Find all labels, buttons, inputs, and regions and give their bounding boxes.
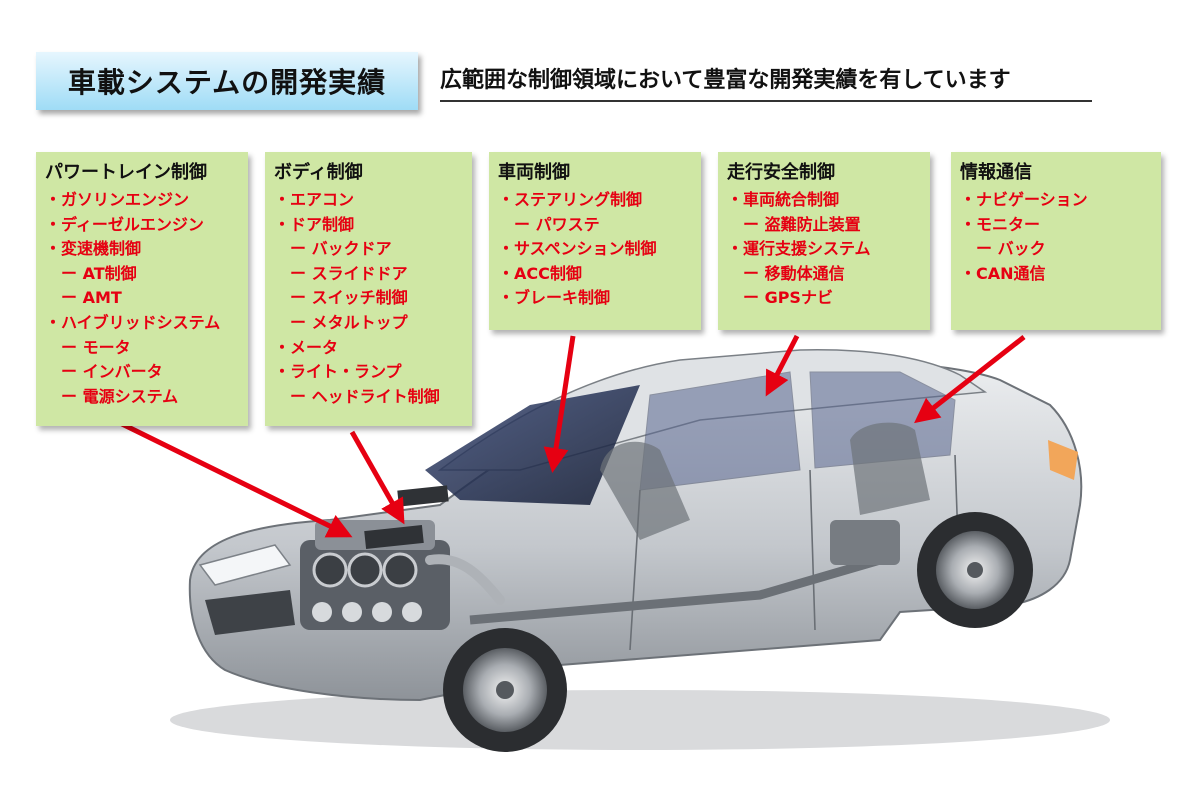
category-title: 車両制御 xyxy=(498,162,570,183)
category-subitem: ー AT制御 xyxy=(61,263,137,283)
category-subitem: ー インバータ xyxy=(61,362,163,382)
side-window-rear xyxy=(809,371,956,469)
arrow-safety xyxy=(765,334,800,397)
category-item: ・ステアリング制御 xyxy=(498,190,643,209)
category-item: ・モニター xyxy=(960,214,1041,234)
category-title: 走行安全制御 xyxy=(727,162,835,183)
category-subitem: ー AMT xyxy=(61,288,122,308)
category-box-infotainment: 情報通信 ・ナビゲーション・モニターー バック・CAN通信 xyxy=(951,152,1161,330)
arrow-vehicle xyxy=(543,335,576,473)
arrow-infotainment xyxy=(914,335,1026,424)
arrow-powertrain xyxy=(118,420,353,538)
category-item: ・ドア制御 xyxy=(274,214,355,234)
drivetrain xyxy=(469,555,882,625)
category-item-list: ・ナビゲーション・モニターー バック・CAN通信 xyxy=(960,188,1153,286)
category-item-list: ・ステアリング制御ー パワステ・サスペンション制御・ACC制御・ブレーキ制御 xyxy=(498,188,693,311)
ecu-module-hood xyxy=(364,525,424,549)
category-title: 情報通信 xyxy=(960,162,1032,183)
page-subtitle: 広範囲な制御領域において豊富な開発実績を有しています xyxy=(440,62,1092,102)
rear-wheel xyxy=(917,512,1033,628)
category-item: ・ディーゼルエンジン xyxy=(45,214,204,234)
category-subitem: ー バックドア xyxy=(290,239,392,259)
category-box-vehicle: 車両制御 ・ステアリング制御ー パワステ・サスペンション制御・ACC制御・ブレー… xyxy=(489,152,701,330)
category-item-list: ・車両統合制御ー 盗難防止装置・運行支援システムー 移動体通信ー GPSナビ xyxy=(727,188,922,311)
front-wheel xyxy=(443,628,567,752)
category-item: ・運行支援システム xyxy=(727,239,871,259)
category-item-list: ・ガソリンエンジン・ディーゼルエンジン・変速機制御ー AT制御ー AMT ・ハイブ… xyxy=(45,188,240,409)
category-box-powertrain: パワートレイン制御 ・ガソリンエンジン・ディーゼルエンジン・変速機制御ー AT制… xyxy=(36,152,248,426)
category-subitem: ー バック xyxy=(976,239,1046,259)
category-subitem: ー GPSナビ xyxy=(743,288,833,308)
category-item: ・ガソリンエンジン xyxy=(45,190,190,209)
category-subitem: ー ヘッドライト制御 xyxy=(290,386,440,406)
headlight xyxy=(198,544,292,586)
tail-light xyxy=(1048,440,1078,480)
category-item: ・メータ xyxy=(274,337,339,357)
arrow-body xyxy=(349,430,405,525)
category-box-body: ボディ制御 ・エアコン・ドア制御ー バックドアー スライドドアー スイッチ制御ー… xyxy=(265,152,472,426)
category-subitem: ー メタルトップ xyxy=(290,312,408,332)
category-subitem: ー 電源システム xyxy=(61,386,179,406)
category-subitem: ー 盗難防止装置 xyxy=(743,214,861,234)
category-subitem: ー スイッチ制御 xyxy=(290,288,408,308)
windshield xyxy=(425,385,640,505)
category-item: ・CAN通信 xyxy=(960,263,1046,283)
transfer-case xyxy=(830,520,900,565)
grille xyxy=(205,590,295,635)
category-item: ・ブレーキ制御 xyxy=(498,288,611,308)
category-subitem: ー パワステ xyxy=(514,214,600,234)
category-subitem: ー 移動体通信 xyxy=(743,263,845,283)
category-subitem: ー モータ xyxy=(61,337,131,357)
car-shadow xyxy=(170,690,1110,750)
category-item: ・ライト・ランプ xyxy=(274,362,402,382)
category-item: ・ハイブリッドシステム xyxy=(45,312,221,332)
category-item: ・車両統合制御 xyxy=(727,190,840,209)
category-item: ・サスペンション制御 xyxy=(498,239,657,259)
category-item: ・ACC制御 xyxy=(498,263,582,283)
interior-seat-rear xyxy=(850,422,930,515)
category-subitem: ー スライドドア xyxy=(290,263,408,283)
category-item: ・変速機制御 xyxy=(45,239,142,259)
category-box-safety: 走行安全制御 ・車両統合制御ー 盗難防止装置・運行支援システムー 移動体通信ー … xyxy=(718,152,930,330)
category-item-list: ・エアコン・ドア制御ー バックドアー スライドドアー スイッチ制御ー メタルトッ… xyxy=(274,188,464,409)
ecu-module-cowl xyxy=(397,485,449,507)
category-title: パワートレイン制御 xyxy=(45,162,207,183)
category-title: ボディ制御 xyxy=(274,162,363,183)
category-item: ・ナビゲーション xyxy=(960,190,1088,209)
category-item: ・エアコン xyxy=(274,190,355,209)
page-title: 車載システムの開発実績 xyxy=(36,52,418,110)
interior-seat-front xyxy=(600,441,690,540)
